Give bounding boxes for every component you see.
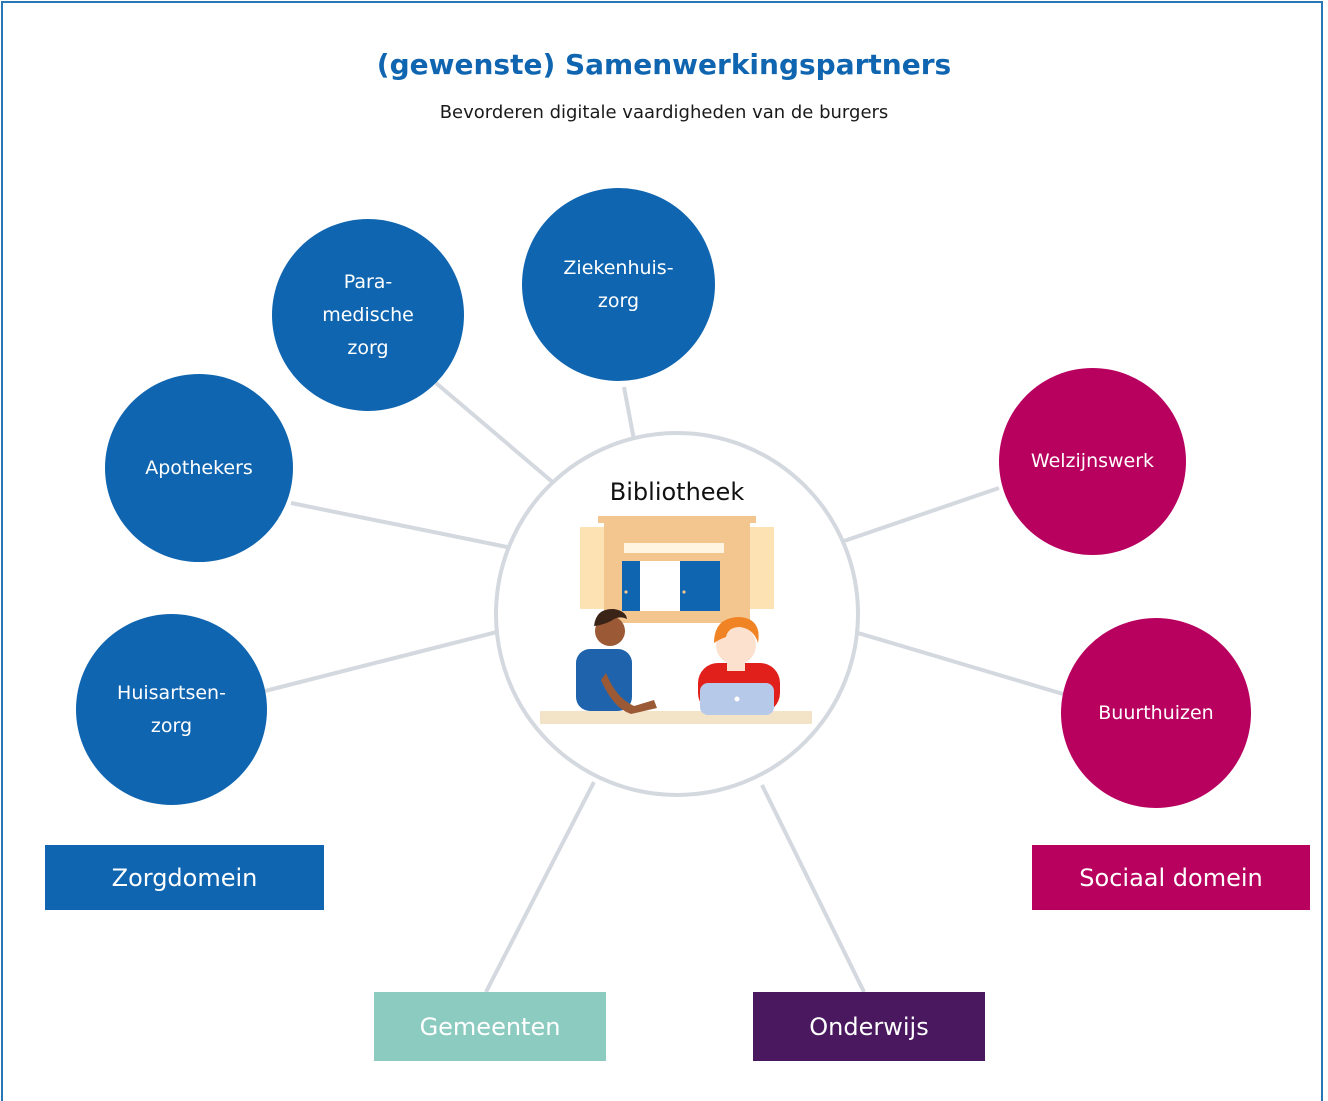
zorgdomein-box: Zorgdomein xyxy=(45,845,324,910)
onderwijs-label: Onderwijs xyxy=(809,1012,929,1041)
onderwijs-box: Onderwijs xyxy=(753,992,985,1061)
gemeenten-box: Gemeenten xyxy=(374,992,606,1061)
library-illustration xyxy=(540,516,812,724)
connector-paramedische xyxy=(434,381,558,487)
page-subtitle: Bevorderen digitale vaardigheden van de … xyxy=(439,102,889,123)
bibliotheek-label: Bibliotheek xyxy=(609,478,745,506)
node-paramedische-label: Para- medische zorg xyxy=(322,270,414,359)
connector-buurthuizen xyxy=(857,631,1064,696)
node-apothekers-label: Apothekers xyxy=(145,456,253,479)
connector-apothekers xyxy=(290,501,508,549)
node-ziekenhuiszorg: Ziekenhuis- zorg xyxy=(522,188,715,381)
connector-welzijnswerk xyxy=(843,486,1000,543)
connector-ziekenhuis xyxy=(622,386,636,441)
node-apothekers: Apothekers xyxy=(105,374,293,562)
node-welzijnswerk: Welzijnswerk xyxy=(999,368,1186,555)
zorgdomein-label: Zorgdomein xyxy=(111,863,258,892)
bibliotheek-hub xyxy=(494,431,860,797)
connector-huisartsen xyxy=(264,630,498,693)
connector-gemeenten xyxy=(484,781,596,993)
node-paramedische-zorg: Para- medische zorg xyxy=(272,219,464,411)
connector-onderwijs xyxy=(760,784,866,993)
node-buurthuizen: Buurthuizen xyxy=(1061,618,1251,808)
sociaal-domein-label: Sociaal domein xyxy=(1079,863,1263,892)
node-ziekenhuis-label: Ziekenhuis- zorg xyxy=(563,256,674,312)
node-huisartsenzorg: Huisartsen- zorg xyxy=(76,614,267,805)
page-title: (gewenste) Samenwerkingspartners xyxy=(376,48,952,81)
node-huisartsen-label: Huisartsen- zorg xyxy=(117,681,226,737)
gemeenten-label: Gemeenten xyxy=(419,1012,561,1041)
sociaal-domein-box: Sociaal domein xyxy=(1032,845,1310,910)
node-buurthuizen-label: Buurthuizen xyxy=(1098,701,1214,724)
node-welzijnswerk-label: Welzijnswerk xyxy=(1030,450,1155,472)
